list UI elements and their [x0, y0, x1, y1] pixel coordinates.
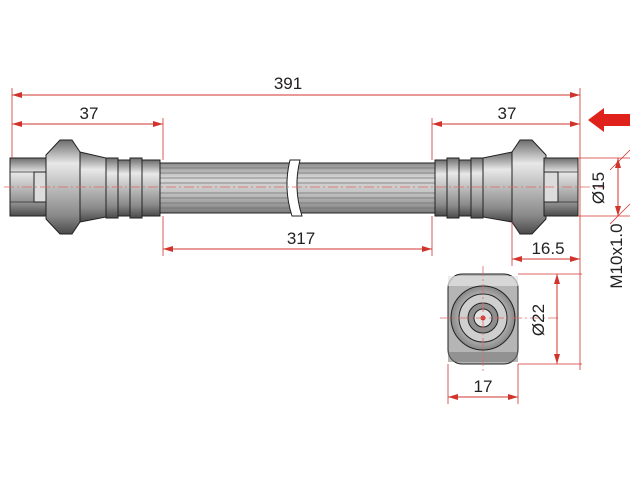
hose-length-dimension: 317: [162, 216, 433, 256]
right-end-dimension: 37: [431, 104, 580, 160]
bore-diameter-dimension: Ø15: [578, 149, 631, 225]
right-end-length-label: 37: [498, 104, 517, 123]
overall-length-dimension: 391: [11, 74, 581, 370]
flange-diameter-label: Ø22: [529, 304, 548, 336]
flange-width-dimension: 17: [447, 364, 519, 404]
thread-offset-label: 16.5: [531, 239, 564, 258]
hose-break-mark: [286, 159, 303, 217]
thread-offset-dimension: 16.5: [511, 222, 580, 266]
hose: [159, 159, 436, 217]
red-left-arrow-icon: [588, 108, 630, 132]
flange-end-view: [440, 266, 560, 372]
left-end-length-label: 37: [80, 104, 99, 123]
flange-diameter-dimension: Ø22: [518, 273, 582, 365]
thread-spec-label: M10x1.0: [607, 223, 626, 288]
left-end-dimension: 37: [12, 104, 164, 160]
bore-diameter-label: Ø15: [589, 172, 608, 204]
overall-length-label: 391: [274, 74, 302, 93]
hose-length-label: 317: [287, 229, 315, 248]
flange-width-label: 17: [474, 377, 493, 396]
